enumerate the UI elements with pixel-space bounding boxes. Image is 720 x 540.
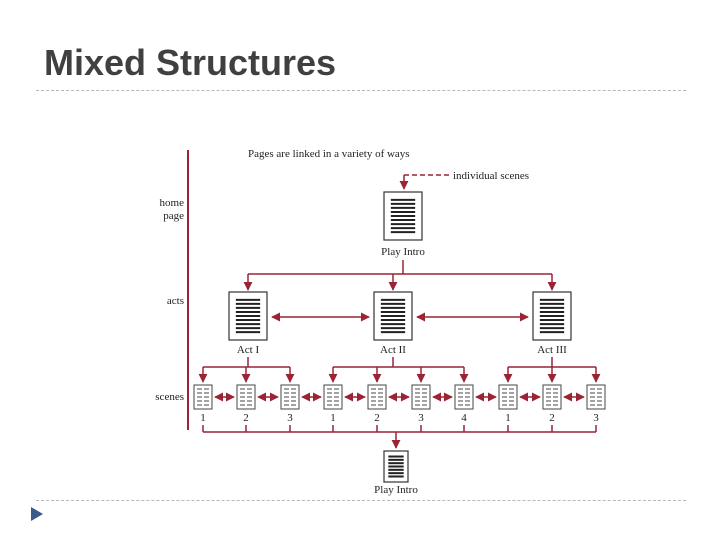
act2-label: Act II xyxy=(380,344,406,356)
row-label-scenes: scenes xyxy=(155,391,184,403)
triangle-bullet-icon xyxy=(31,507,43,521)
act1-label: Act I xyxy=(237,344,260,356)
play-intro-label: Play Intro xyxy=(381,246,425,258)
scene-number: 1 xyxy=(200,412,206,424)
scene-number: 3 xyxy=(593,412,599,424)
legend-label: individual scenes xyxy=(453,170,529,182)
slide-title: Mixed Structures xyxy=(44,42,337,83)
row-label-home-page: page xyxy=(163,210,184,222)
scene-page xyxy=(367,384,387,410)
scene-page xyxy=(542,384,562,410)
row-label-acts: acts xyxy=(167,295,184,307)
scene-number: 2 xyxy=(549,412,555,424)
scene-number: 3 xyxy=(418,412,424,424)
scene-number: 4 xyxy=(461,412,467,424)
scene-page xyxy=(498,384,518,410)
bottom-play-intro-page xyxy=(383,450,409,483)
act3-label: Act III xyxy=(537,344,567,356)
act3-page xyxy=(532,291,572,341)
row-label-home: home xyxy=(160,197,185,209)
scene-number: 3 xyxy=(287,412,293,424)
diagram-caption: Pages are linked in a variety of ways xyxy=(248,148,410,160)
title-divider xyxy=(36,90,686,91)
scene-page xyxy=(454,384,474,410)
scene-page xyxy=(586,384,606,410)
act1-page xyxy=(228,291,268,341)
scene-page xyxy=(411,384,431,410)
scene-number: 1 xyxy=(505,412,511,424)
play-intro-page xyxy=(383,191,423,241)
scene-number: 2 xyxy=(243,412,249,424)
footer-divider xyxy=(36,500,686,501)
scene-page xyxy=(193,384,213,410)
scene-page xyxy=(280,384,300,410)
scene-number: 1 xyxy=(330,412,336,424)
scene-number: 2 xyxy=(374,412,380,424)
bottom-play-intro-label: Play Intro xyxy=(374,484,418,496)
scene-pages: 1 2 3 1 2 3 4 1 2 3 xyxy=(193,367,606,432)
scene-page xyxy=(236,384,256,410)
act2-page xyxy=(373,291,413,341)
scene-page xyxy=(323,384,343,410)
